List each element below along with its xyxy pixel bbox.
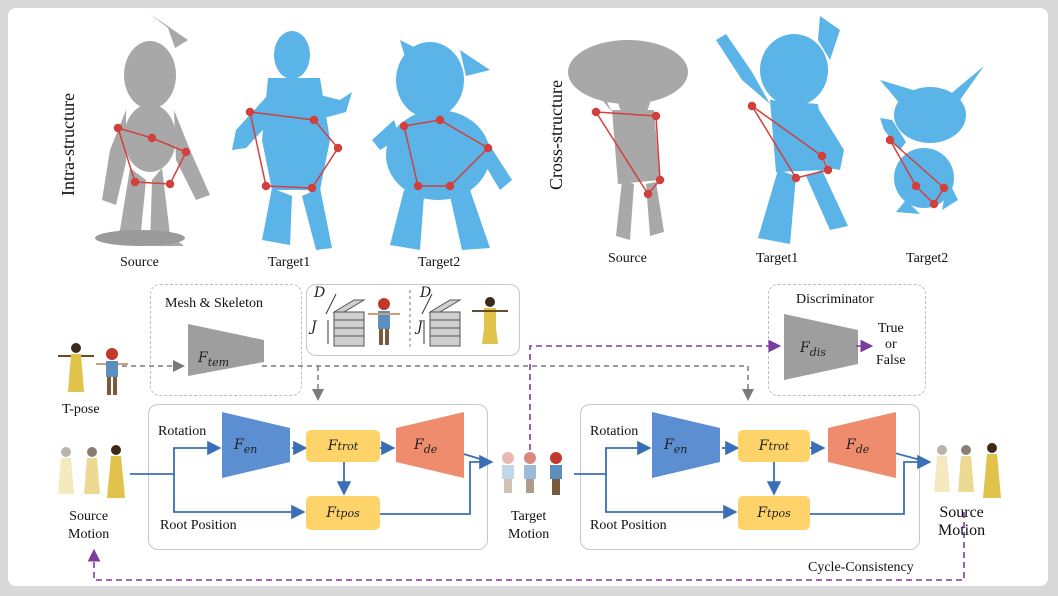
cross-target2-skeleton	[885, 135, 949, 209]
tem-module-label: Ftem	[198, 350, 230, 369]
g2-encoder-shape	[652, 412, 720, 478]
cross-source-skeleton	[591, 107, 665, 199]
dis-module-label: Fdis	[800, 340, 826, 359]
shape-tensor-art	[325, 290, 508, 350]
g1-root-position-label: Root Position	[160, 518, 237, 533]
source-motion-right	[934, 443, 1001, 498]
intra-target1-skeleton	[245, 107, 343, 193]
tensor-figure-girl	[472, 297, 508, 344]
target-motion-middle	[502, 452, 562, 495]
g2-rotation-label: Rotation	[590, 424, 639, 439]
discriminator-title: Discriminator	[796, 292, 874, 307]
source-motion-left-label: Source Motion	[68, 509, 110, 542]
intra-source-label: Source	[120, 255, 159, 270]
g1-encoder-label: Fen	[234, 437, 258, 456]
intra-target1-label: Target1	[268, 255, 311, 270]
axis-j1: J	[311, 319, 317, 335]
g2-decoder-label: Fde	[846, 437, 870, 456]
target-motion-label: Target Motion	[508, 509, 550, 542]
tpose-girl	[58, 343, 94, 392]
tem-module-shape	[188, 324, 264, 376]
axis-d2: D	[420, 285, 432, 301]
g1-encoder-shape	[222, 412, 290, 478]
cross-target2-label: Target2	[906, 251, 949, 266]
cross-target2-figure	[880, 66, 984, 214]
cross-target1-label: Target1	[756, 251, 799, 266]
tensor-figure-boy	[368, 298, 400, 345]
dis-output-label: True or False	[876, 321, 906, 368]
dis-module-shape	[784, 314, 858, 380]
cross-target1-skeleton	[747, 101, 833, 183]
cycle-consistency-label: Cycle-Consistency	[808, 560, 914, 575]
source-motion-left	[58, 445, 125, 498]
g1-rotation-label: Rotation	[158, 424, 207, 439]
axis-j2: J	[417, 319, 423, 335]
g2-root-position-label: Root Position	[590, 518, 667, 533]
intra-target2-skeleton	[399, 115, 493, 191]
tpose-boy	[96, 348, 128, 395]
g2-decoder-shape	[828, 412, 896, 478]
intra-source-skeleton	[113, 123, 191, 189]
mesh-skeleton-title: Mesh & Skeleton	[165, 296, 263, 311]
axis-d1: D	[314, 285, 326, 301]
g1-decoder-label: Fde	[414, 437, 438, 456]
source-motion-right-label: Source Motion	[938, 504, 986, 539]
intra-target1-figure	[232, 31, 352, 250]
tpose-label: T-pose	[62, 402, 100, 417]
cross-target1-figure	[716, 16, 848, 244]
g1-decoder-shape	[396, 412, 464, 478]
cross-source-label: Source	[608, 251, 647, 266]
g2-encoder-label: Fen	[664, 437, 688, 456]
intra-target2-label: Target2	[418, 255, 461, 270]
